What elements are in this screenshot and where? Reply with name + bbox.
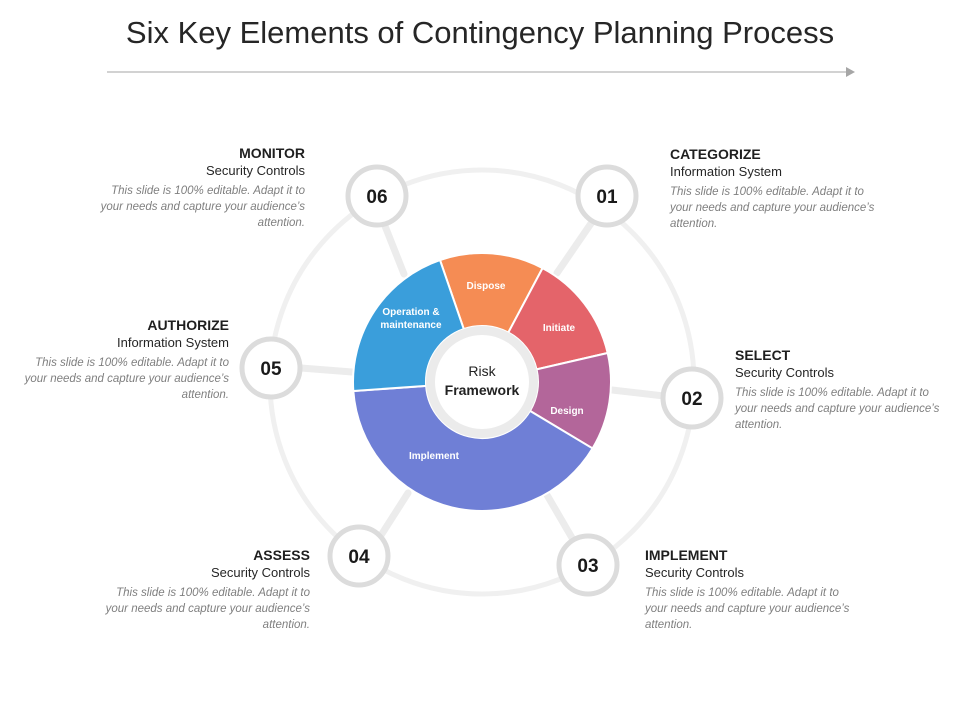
step-subheading: Information System <box>670 164 782 179</box>
segment-label-operation-line1: Operation & <box>382 307 439 318</box>
step-subheading: Security Controls <box>735 365 834 380</box>
step-badge-04: 04 <box>327 524 391 588</box>
center-circle <box>435 335 529 429</box>
step-badge-02: 02 <box>660 366 724 430</box>
segment-label-implement: Implement <box>409 451 460 462</box>
step-number-01: 01 <box>596 187 618 208</box>
step-subheading: Information System <box>117 335 229 350</box>
page-title: Six Key Elements of Contingency Planning… <box>125 15 835 50</box>
step-number-05: 05 <box>260 359 282 380</box>
step-text-01: CATEGORIZE Information System This slide… <box>670 145 880 232</box>
step-heading: CATEGORIZE <box>670 146 761 162</box>
step-heading: IMPLEMENT <box>645 547 728 563</box>
segment-operation-maintenance <box>352 258 466 393</box>
step-text-03: IMPLEMENT Security Controls This slide i… <box>645 546 855 633</box>
step-subheading: Security Controls <box>645 565 744 580</box>
center-label-line2: Framework <box>445 382 520 398</box>
step-heading: ASSESS <box>253 547 310 563</box>
step-text-05: AUTHORIZE Information System This slide … <box>14 316 229 403</box>
step-badge-03: 03 <box>556 533 620 597</box>
step-text-04: ASSESS Security Controls This slide is 1… <box>95 546 310 633</box>
center-label-line1: Risk <box>468 363 496 379</box>
step-subheading: Security Controls <box>211 565 310 580</box>
segment-label-operation-line2: maintenance <box>380 320 442 331</box>
step-heading: MONITOR <box>239 145 305 161</box>
step-badge-06: 06 <box>345 164 409 228</box>
step-number-03: 03 <box>577 556 598 577</box>
step-text-02: SELECT Security Controls This slide is 1… <box>735 346 945 433</box>
step-description: This slide is 100% editable. Adapt it to… <box>735 387 940 431</box>
step-description: This slide is 100% editable. Adapt it to… <box>100 185 305 229</box>
spokes <box>297 218 668 547</box>
step-description: This slide is 100% editable. Adapt it to… <box>24 357 229 401</box>
title-arrow <box>107 67 855 77</box>
segment-ring <box>352 252 612 512</box>
step-subheading: Security Controls <box>206 163 305 178</box>
segment-label-dispose: Dispose <box>467 281 506 292</box>
step-badge-05: 05 <box>239 336 303 400</box>
step-number-06: 06 <box>366 187 387 208</box>
step-heading: AUTHORIZE <box>147 317 229 333</box>
step-description: This slide is 100% editable. Adapt it to… <box>670 186 875 230</box>
segment-label-design: Design <box>550 406 583 417</box>
step-number-04: 04 <box>348 547 370 568</box>
step-description: This slide is 100% editable. Adapt it to… <box>105 587 310 631</box>
step-badge-01: 01 <box>575 164 639 228</box>
step-heading: SELECT <box>735 347 791 363</box>
step-number-02: 02 <box>681 389 702 410</box>
step-text-06: MONITOR Security Controls This slide is … <box>90 144 305 231</box>
segment-label-initiate: Initiate <box>543 323 576 334</box>
step-description: This slide is 100% editable. Adapt it to… <box>645 587 850 631</box>
